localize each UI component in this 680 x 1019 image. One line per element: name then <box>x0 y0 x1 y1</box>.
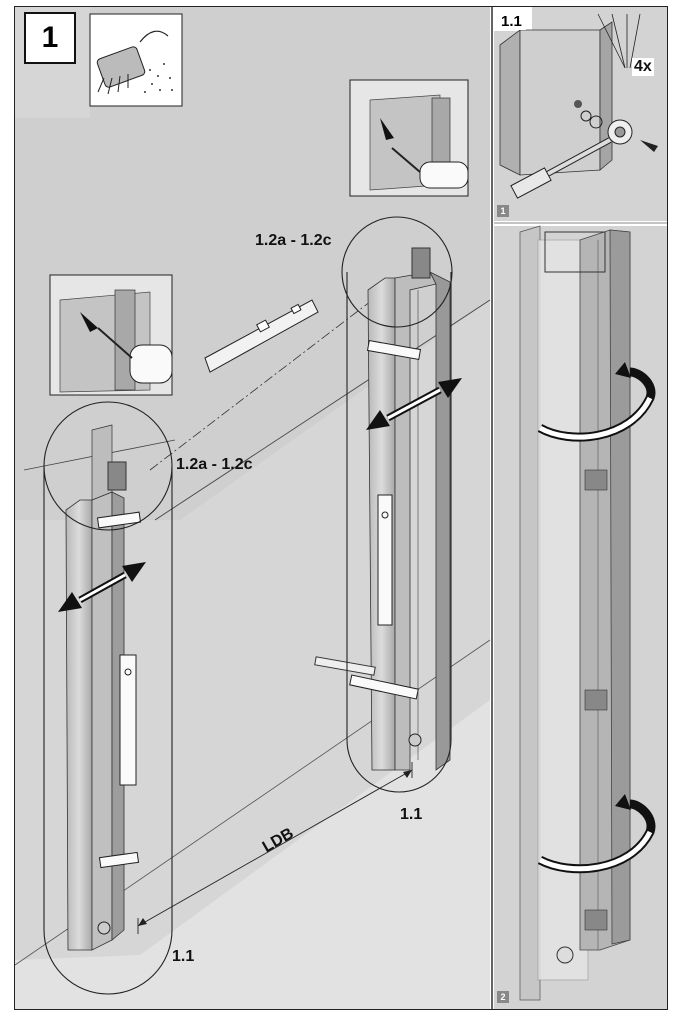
rotation-badge: 2 <box>497 991 509 1003</box>
rotate-arrow-icon <box>537 362 656 442</box>
drill-icon <box>349 79 469 197</box>
column-outline <box>346 272 452 793</box>
double-arrow-icon <box>58 562 146 612</box>
detail-badge: 1 <box>497 205 509 217</box>
position-label-right: 1.1 <box>400 806 423 823</box>
detail-title: 1.1 <box>497 13 526 30</box>
detail-circle <box>341 216 453 328</box>
count-label: 4x <box>632 58 654 76</box>
broom-icon <box>89 13 183 107</box>
range-label-left: 1.2a - 1.2c <box>176 456 253 473</box>
range-label-top: 1.2a - 1.2c <box>255 232 332 249</box>
dimension-line <box>137 762 413 934</box>
position-label-left: 1.1 <box>172 948 195 965</box>
column-outline <box>43 466 173 995</box>
drill-icon <box>49 274 173 396</box>
outer-frame <box>14 6 668 1010</box>
rotation-panel <box>494 225 667 1009</box>
right-profile <box>314 247 451 771</box>
double-arrow-icon <box>366 378 462 430</box>
spirit-level-icon <box>204 299 319 373</box>
left-profile <box>65 424 142 951</box>
step-number: 1 <box>24 12 76 64</box>
rotate-arrow-icon <box>537 794 656 874</box>
